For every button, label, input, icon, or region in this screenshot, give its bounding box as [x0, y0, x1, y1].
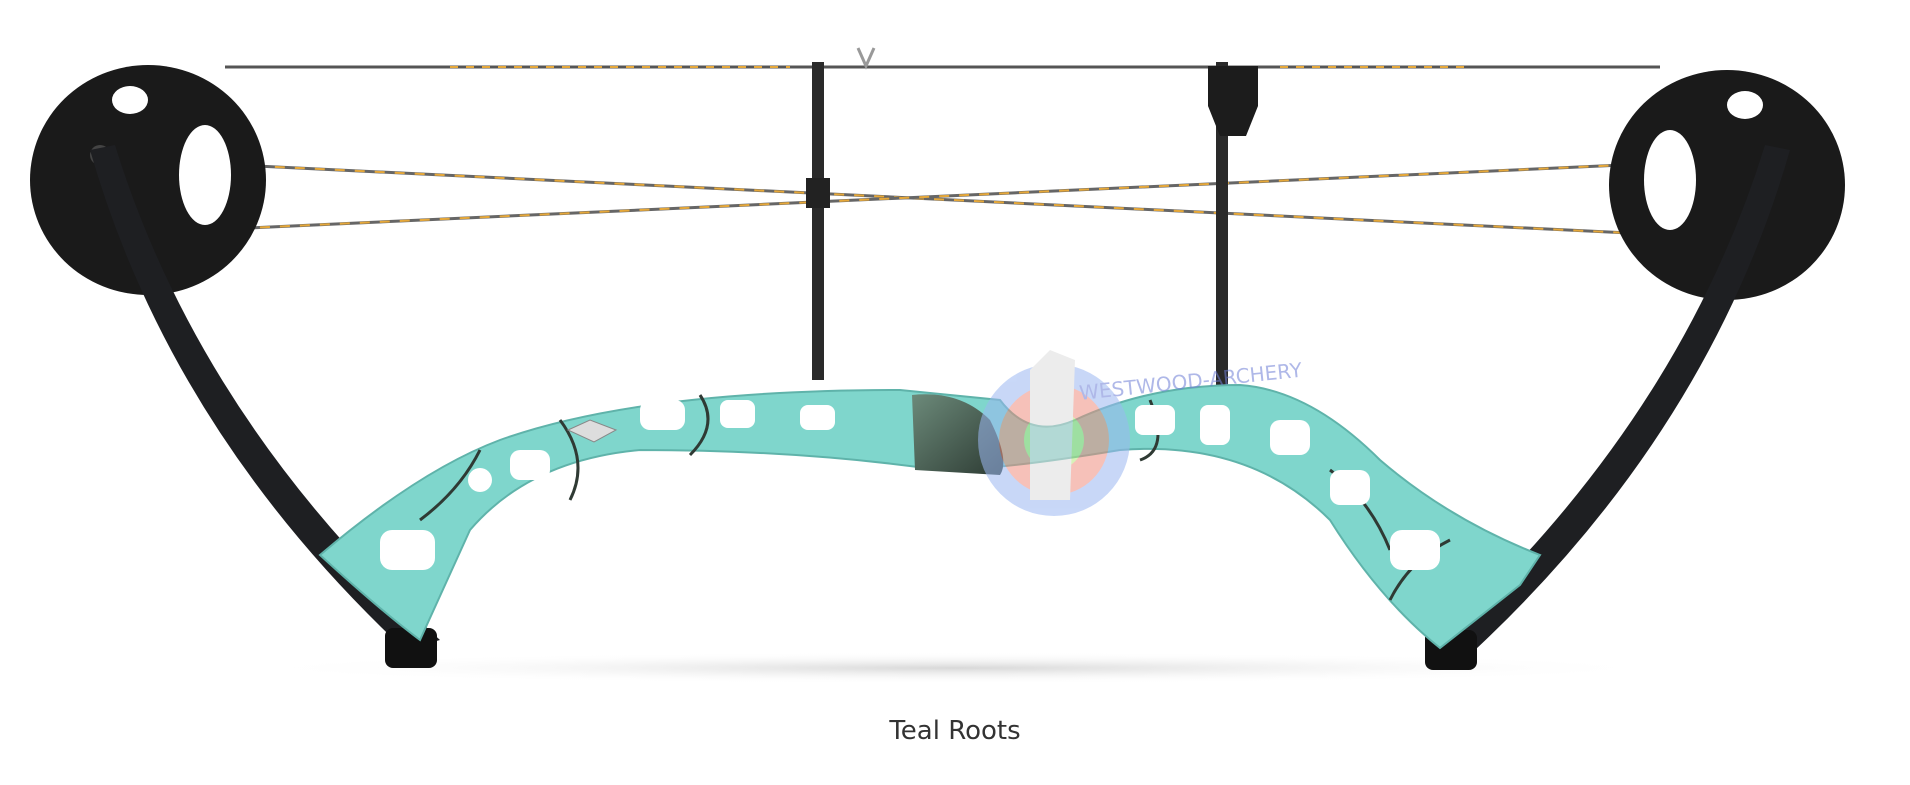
stabilizer-rod: [1216, 62, 1228, 392]
floor-shadow: [235, 652, 1675, 684]
product-image: WESTWOOD-ARCHERY: [30, 47, 1845, 684]
riser: [318, 383, 1542, 650]
bow-cables: [134, 156, 1776, 240]
riser-cutouts: [380, 400, 1440, 570]
brand-badge: [566, 419, 618, 443]
product-caption: Teal Roots: [889, 716, 1021, 746]
string-stop: [856, 47, 876, 70]
cable-guard-rod: [812, 62, 824, 380]
left-limb-pocket: [385, 628, 437, 668]
left-limb: [90, 145, 440, 650]
arrow-rest: [1208, 66, 1258, 136]
cable-slide: [806, 178, 830, 208]
riser-camo: [419, 394, 1451, 601]
right-cam: [1609, 70, 1845, 300]
right-limb: [1440, 145, 1790, 650]
